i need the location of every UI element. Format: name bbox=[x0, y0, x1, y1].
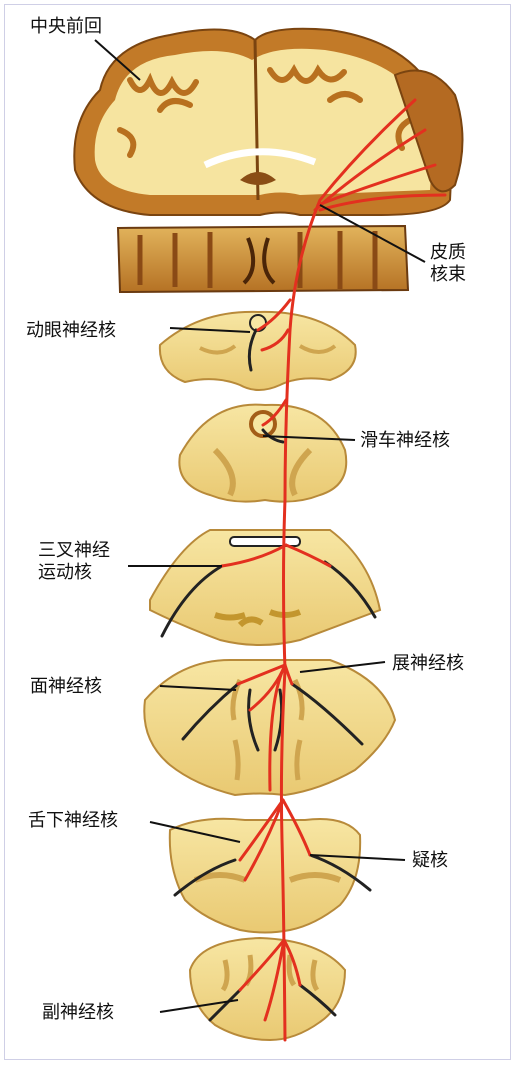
label-corticonuclear-tract: 皮质 核束 bbox=[430, 242, 466, 285]
section-pons-lower bbox=[143, 659, 397, 797]
cerebrum-white-matter bbox=[94, 48, 432, 195]
section-medulla-upper bbox=[168, 817, 362, 934]
cerebrum-section bbox=[73, 27, 464, 216]
label-facial-nucleus: 面神经核 bbox=[30, 676, 102, 697]
label-oculomotor-nucleus: 动眼神经核 bbox=[26, 320, 116, 341]
cerebrum-gyri bbox=[117, 63, 413, 158]
label-accessory-nucleus: 副神经核 bbox=[42, 1002, 114, 1023]
section-pons-upper bbox=[149, 529, 382, 646]
label-abducens-nucleus: 展神经核 bbox=[392, 653, 464, 674]
leader-lines bbox=[94, 39, 426, 1013]
label-trigeminal-motor-nucleus: 三叉神经 运动核 bbox=[38, 540, 110, 583]
label-trochlear-nucleus: 滑车神经核 bbox=[360, 430, 450, 451]
label-precentral-gyrus: 中央前回 bbox=[30, 16, 102, 37]
cerebrum-protrusion bbox=[393, 69, 464, 193]
label-nucleus-ambiguus: 疑核 bbox=[412, 850, 448, 871]
midbrain-slab bbox=[116, 224, 410, 294]
label-hypoglossal-nucleus: 舌下神经核 bbox=[28, 810, 118, 831]
figure-frame bbox=[4, 4, 511, 1060]
ventricles bbox=[240, 172, 276, 185]
corpus-callosum bbox=[203, 148, 317, 169]
corticonuclear-tract bbox=[220, 98, 447, 1042]
section-oculomotor bbox=[158, 310, 357, 391]
section-medulla-lower bbox=[188, 936, 347, 1042]
section-trochlear bbox=[178, 403, 348, 503]
